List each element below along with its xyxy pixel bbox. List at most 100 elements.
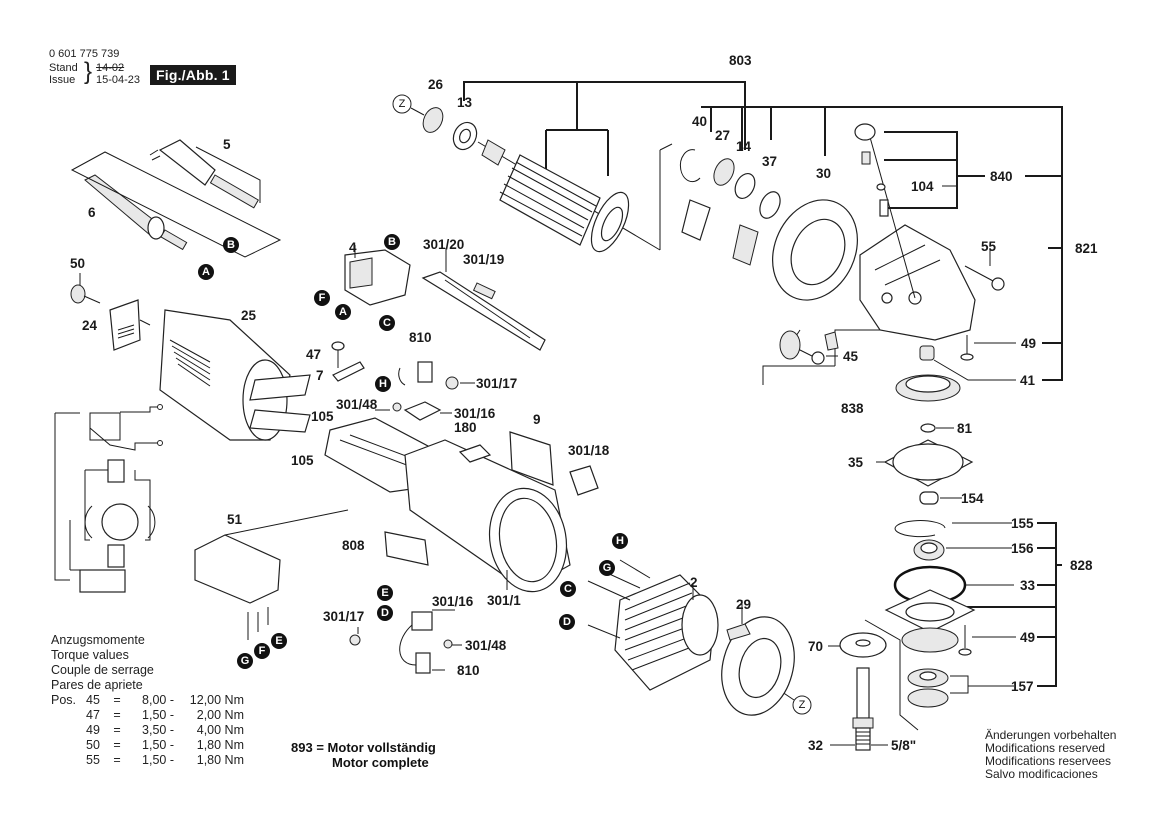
part-2-field <box>587 559 719 691</box>
torque-row: 47 = 1,50 - 2,00 Nm <box>51 708 244 723</box>
callout-301-19: 301/19 <box>463 252 504 267</box>
part-301-17-spring-upper <box>445 376 475 390</box>
brace: } <box>84 58 93 85</box>
callout-154: 154 <box>961 491 984 506</box>
connector-h-field: H <box>612 533 628 549</box>
callout-301-17-upper: 301/17 <box>476 376 517 391</box>
callout-55: 55 <box>981 239 997 254</box>
motor-note-line1: Motor vollständig <box>327 740 436 755</box>
callout-24: 24 <box>82 318 98 333</box>
pos-label: Pos. <box>51 693 77 707</box>
torque-min: 8,00 - <box>142 693 174 707</box>
torque-eq: = <box>113 723 121 737</box>
callout-13: 13 <box>457 95 473 110</box>
connector-d-lower: D <box>377 605 393 621</box>
callout-6: 6 <box>88 205 96 220</box>
bracket-828 <box>967 522 1062 687</box>
part-37-bearing <box>759 191 781 219</box>
connector-b-cord: B <box>223 237 239 253</box>
svg-text:B: B <box>388 236 396 248</box>
motor-note: 893 = Motor vollständig Motor complete <box>291 740 436 770</box>
callout-50: 50 <box>70 256 85 271</box>
part-81-washer <box>920 423 936 433</box>
callout-51: 51 <box>227 512 243 527</box>
mods-en: Modifications reserved <box>985 741 1106 755</box>
torque-row: 49 = 3,50 - 4,00 Nm <box>51 723 244 738</box>
callout-155: 155 <box>1011 516 1034 531</box>
torque-max: 4,00 Nm <box>196 723 244 737</box>
callout-301-1: 301/1 <box>487 593 521 608</box>
part-35-gasket <box>876 439 974 487</box>
cord-end <box>160 229 188 251</box>
svg-text:E: E <box>381 587 388 599</box>
part-7-clip <box>332 361 365 382</box>
callout-104: 104 <box>911 179 934 194</box>
torque-pos: 55 <box>86 753 100 767</box>
lock-spring <box>861 151 871 165</box>
part-47-screw <box>331 341 345 368</box>
callout-301-48-upper: 301/48 <box>336 397 378 412</box>
motor-note-line2: Motor complete <box>332 755 429 770</box>
torque-title-es: Pares de apriete <box>51 678 143 692</box>
part-51-suppressor <box>194 509 349 640</box>
torque-eq: = <box>113 738 121 752</box>
torque-pos: 47 <box>86 708 100 722</box>
torque-pos: 45 <box>86 693 100 707</box>
torque-title-de: Anzugsmomente <box>51 633 145 647</box>
callout-27: 27 <box>715 128 730 143</box>
callout-33: 33 <box>1020 578 1036 593</box>
callout-7: 7 <box>316 368 324 383</box>
callout-156: 156 <box>1011 541 1034 556</box>
connector-c-field: C <box>560 581 576 597</box>
svg-text:A: A <box>202 266 210 278</box>
modifications-note: Änderungen vorbehalten Modifications res… <box>985 729 1116 781</box>
part-25-rear-cover <box>159 309 311 441</box>
part-gear-housing <box>859 129 976 341</box>
callout-thread-size: 5/8" <box>891 738 916 753</box>
part-14-bearing <box>734 173 756 199</box>
callout-301-48-lower: 301/48 <box>465 638 507 653</box>
part-301-16-holder-upper <box>403 401 452 421</box>
callout-301-20: 301/20 <box>423 237 464 252</box>
connector-b-switch: B <box>384 234 400 250</box>
stand-label: Stand <box>49 62 78 74</box>
part-26-nut <box>422 107 444 133</box>
part-49-screw-lower <box>958 625 1016 656</box>
callout-105-upper: 105 <box>311 409 334 424</box>
connector-e-51: E <box>271 633 287 649</box>
torque-min: 1,50 - <box>142 753 174 767</box>
torque-max: 1,80 Nm <box>196 753 244 767</box>
part-154-seal <box>919 491 939 505</box>
part-41 <box>919 345 1016 381</box>
part-6-sleeve <box>70 151 282 258</box>
part-27-bearing <box>713 158 735 186</box>
part-30-baffle <box>772 199 858 301</box>
callout-2: 2 <box>690 575 698 590</box>
svg-text:C: C <box>383 317 391 329</box>
torque-row: Pos. 45 = 8,00 - 12,00 Nm <box>51 693 244 708</box>
part-157-bearing <box>907 668 1014 708</box>
brush-upper <box>681 199 711 241</box>
torque-max: 12,00 Nm <box>189 693 244 707</box>
part-301-16-holder-lower <box>411 609 455 631</box>
part-number: 0 601 775 739 <box>49 48 120 60</box>
part-301-19-spring <box>472 282 496 300</box>
callout-45: 45 <box>843 349 859 364</box>
torque-row: 55 = 1,50 - 1,80 Nm <box>51 753 244 768</box>
issue-date: 15-04-23 <box>96 74 141 86</box>
issue-label: Issue <box>49 74 76 86</box>
callout-35: 35 <box>848 455 864 470</box>
callout-105-lower: 105 <box>291 453 314 468</box>
torque-title-fr: Couple de serrage <box>51 663 154 677</box>
svg-text:G: G <box>603 562 612 574</box>
torque-min: 3,50 - <box>142 723 174 737</box>
connector-e-lower: E <box>377 585 393 601</box>
part-301-17-spring-lower <box>349 627 361 646</box>
svg-text:H: H <box>616 535 624 547</box>
torque-pos: 50 <box>86 738 100 752</box>
svg-text:F: F <box>259 645 266 657</box>
callout-810-lower: 810 <box>457 663 480 678</box>
connector-g-51: G <box>237 653 253 669</box>
connector-a-cord: A <box>198 264 214 280</box>
